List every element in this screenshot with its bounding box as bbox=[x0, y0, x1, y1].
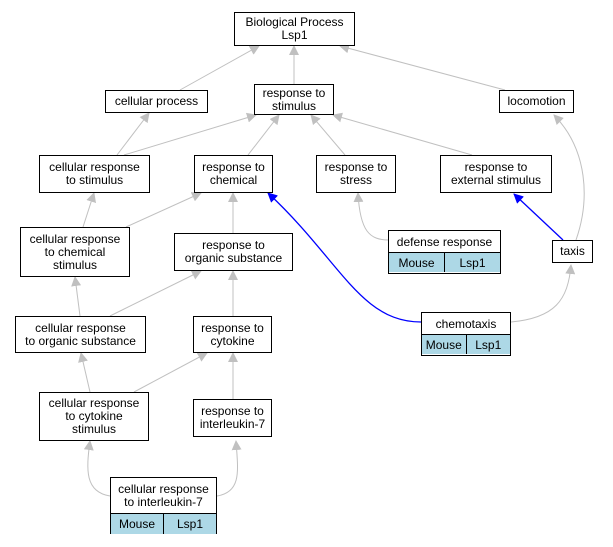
edge bbox=[133, 352, 208, 393]
edge bbox=[109, 270, 202, 317]
gene-cell: Lsp1 bbox=[465, 335, 510, 354]
node-response-to-chemical[interactable]: response to chemical bbox=[194, 155, 273, 193]
edge bbox=[553, 114, 585, 241]
node-cellular-response-to-chemical-stimulus[interactable]: cellular response to chemical stimulus bbox=[20, 227, 130, 277]
node-cellular-response-to-interleukin-7[interactable]: cellular response to interleukin-7 Mouse… bbox=[110, 477, 217, 534]
node-title: chemotaxis bbox=[422, 313, 510, 335]
node-title: defense response bbox=[389, 231, 500, 253]
node-response-to-stimulus[interactable]: response to stimulus bbox=[254, 84, 334, 115]
node-response-to-external-stimulus[interactable]: response to external stimulus bbox=[440, 155, 552, 193]
edge bbox=[125, 192, 202, 228]
species-cell: Mouse bbox=[389, 253, 444, 272]
species-cell: Mouse bbox=[111, 514, 163, 534]
node-cellular-process[interactable]: cellular process bbox=[105, 90, 208, 113]
node-biological-process[interactable]: Biological Process Lsp1 bbox=[234, 12, 355, 46]
edge bbox=[353, 192, 390, 241]
node-response-to-cytokine[interactable]: response to cytokine bbox=[193, 316, 272, 353]
gene-cell: Lsp1 bbox=[444, 253, 500, 272]
edge bbox=[78, 352, 91, 393]
node-cellular-response-to-stimulus[interactable]: cellular response to stimulus bbox=[39, 155, 150, 193]
edge bbox=[123, 112, 257, 156]
edge bbox=[179, 45, 260, 91]
edge bbox=[71, 276, 82, 317]
node-response-to-interleukin-7[interactable]: response to interleukin-7 bbox=[193, 399, 272, 437]
node-chemotaxis[interactable]: chemotaxis Mouse Lsp1 bbox=[421, 312, 511, 356]
edge bbox=[247, 114, 280, 156]
node-title: cellular response to interleukin-7 bbox=[111, 478, 216, 514]
edge bbox=[332, 112, 473, 156]
node-taxis[interactable]: taxis bbox=[552, 240, 593, 263]
species-cell: Mouse bbox=[422, 335, 466, 354]
highlighted-edge bbox=[513, 193, 564, 241]
gene-cell: Lsp1 bbox=[163, 514, 216, 534]
edge bbox=[116, 112, 150, 156]
highlighted-edge bbox=[267, 192, 422, 323]
node-cellular-response-to-cytokine-stimulus[interactable]: cellular response to cytokine stimulus bbox=[39, 392, 149, 441]
node-response-to-stress[interactable]: response to stress bbox=[316, 155, 396, 193]
edge bbox=[216, 440, 242, 497]
node-locomotion[interactable]: locomotion bbox=[499, 90, 574, 113]
edge bbox=[339, 43, 506, 91]
edge bbox=[510, 264, 576, 323]
node-response-to-organic-substance[interactable]: response to organic substance bbox=[174, 233, 293, 271]
edge bbox=[310, 114, 346, 156]
node-defense-response[interactable]: defense response Mouse Lsp1 bbox=[388, 230, 501, 274]
node-cellular-response-to-organic-substance[interactable]: cellular response to organic substance bbox=[15, 316, 146, 353]
edge bbox=[82, 192, 96, 228]
edge bbox=[83, 440, 111, 497]
